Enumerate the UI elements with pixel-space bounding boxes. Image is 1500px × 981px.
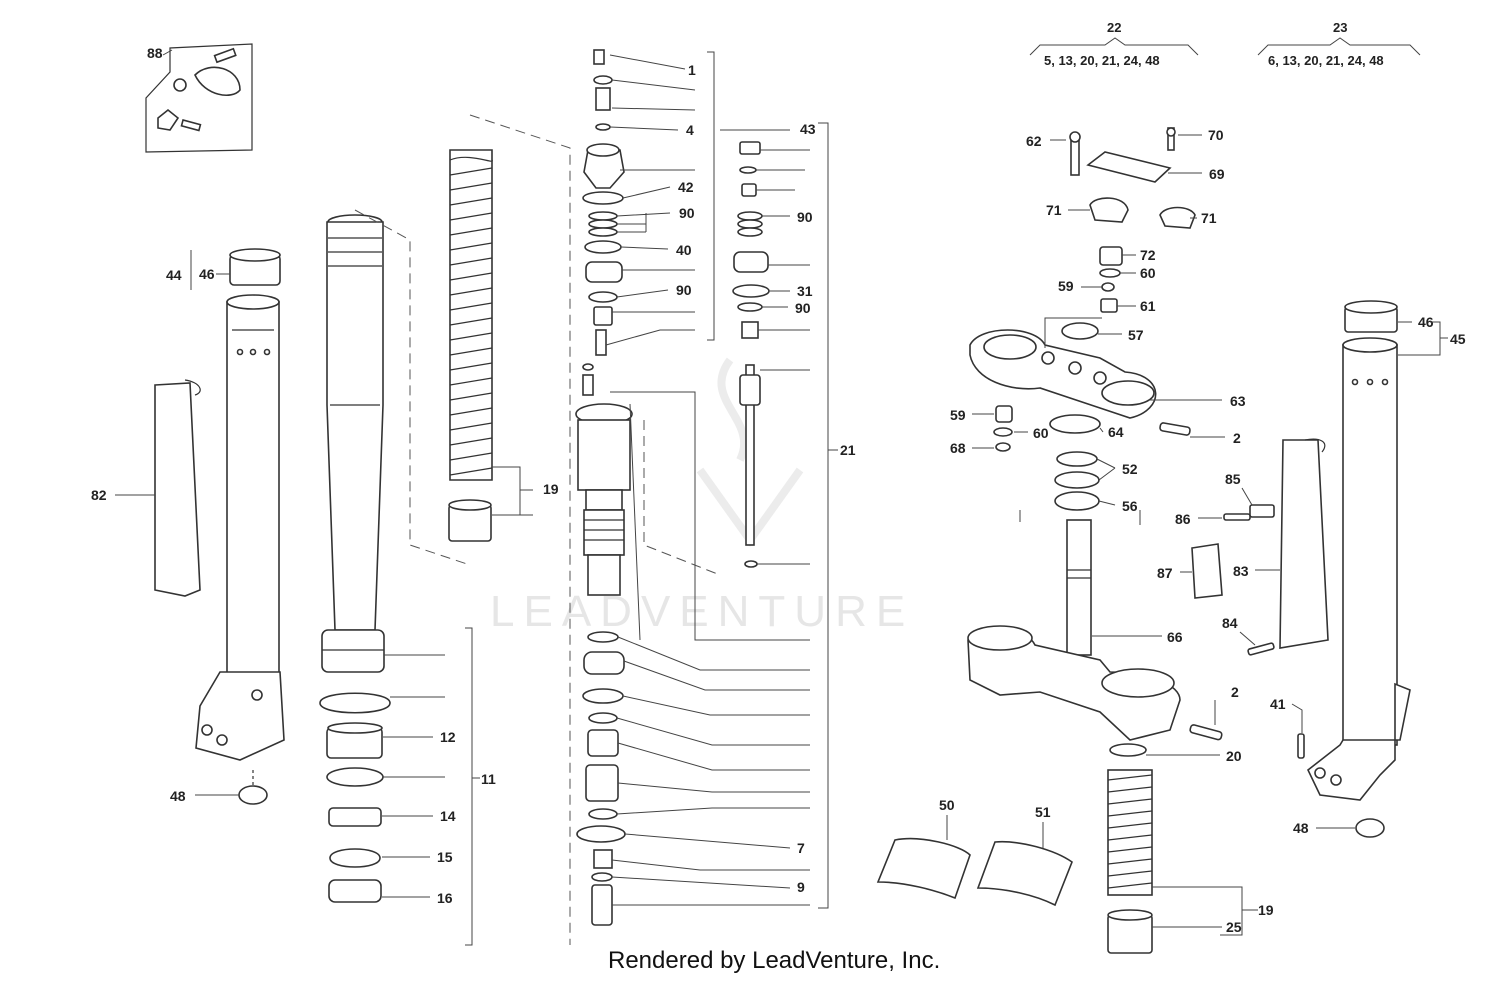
callout-52: 52 [1122,461,1138,477]
kit-22-contents: 5, 13, 20, 21, 24, 48 [1044,53,1160,68]
callout-15: 15 [437,849,453,865]
callout-44: 44 [166,267,182,283]
callout-25: 25 [1226,919,1242,935]
kit-22-number: 22 [1107,20,1121,35]
kit-23-number: 23 [1333,20,1347,35]
small-parts-59-60-68-64 [993,405,1101,452]
callout-12: 12 [440,729,456,745]
lower-triple-clamp-66 [967,519,1223,741]
callout-45: 45 [1450,331,1466,347]
handlebar-mounts [1061,127,1196,340]
callout-87: 87 [1157,565,1173,581]
callout-11: 11 [481,771,496,787]
cartridge-assembly [575,49,633,926]
callout-71-right: 71 [1201,210,1217,226]
callout-63: 63 [1230,393,1246,409]
callout-62: 62 [1026,133,1042,149]
right-outer-tube [1307,300,1411,838]
callout-72: 72 [1140,247,1156,263]
callout-84: 84 [1222,615,1238,631]
callout-2-bottom: 2 [1231,684,1239,700]
fork-spring-19 [448,149,493,542]
callout-48-right: 48 [1293,820,1309,836]
callout-46-left: 46 [199,266,215,282]
callout-88: 88 [147,45,163,61]
callout-90-a: 90 [679,205,695,221]
callout-14: 14 [440,808,456,824]
callout-85: 85 [1225,471,1241,487]
callout-19-right: 19 [1258,902,1274,918]
callout-57: 57 [1128,327,1144,343]
fork-guard-83 [1191,438,1329,759]
callout-31: 31 [797,283,813,299]
callout-51: 51 [1035,804,1051,820]
callout-68: 68 [950,440,966,456]
lower-spring-19 [1107,743,1153,954]
callout-48-left: 48 [170,788,186,804]
callout-83: 83 [1233,563,1249,579]
upper-triple-clamp-63 [969,329,1191,436]
callout-82: 82 [91,487,107,503]
callout-71-left: 71 [1046,202,1062,218]
callout-90-d: 90 [795,300,811,316]
seal-stack-11 [319,692,391,903]
callout-66: 66 [1167,629,1183,645]
callout-1: 1 [688,62,696,78]
callout-90-b: 90 [676,282,692,298]
protector-pads [876,837,1073,907]
inner-tube [321,214,385,673]
drain-bolt-48-left [238,770,268,805]
callout-69: 69 [1209,166,1225,182]
callout-7: 7 [797,840,805,856]
left-outer-tube [195,248,285,761]
callout-60-top: 60 [1140,265,1156,281]
callout-42: 42 [678,179,694,195]
callout-20: 20 [1226,748,1242,764]
callout-41: 41 [1270,696,1286,712]
callout-4: 4 [686,122,694,138]
callout-70: 70 [1208,127,1224,143]
callout-43: 43 [800,121,816,137]
damper-rod-stack-43 [732,141,770,568]
callout-16: 16 [437,890,453,906]
kit-23-contents: 6, 13, 20, 21, 24, 48 [1268,53,1384,68]
callout-2-top: 2 [1233,430,1241,446]
callout-40: 40 [676,242,692,258]
callout-60-bottom: 60 [1033,425,1049,441]
callout-50: 50 [939,797,955,813]
callout-90-c: 90 [797,209,813,225]
callout-64: 64 [1108,424,1124,440]
callout-59-top: 59 [1058,278,1074,294]
callout-61: 61 [1140,298,1156,314]
callout-19-left: 19 [543,481,559,497]
callout-56: 56 [1122,498,1138,514]
clamp-kit-88 [145,43,253,153]
callout-9: 9 [797,879,805,895]
callout-21: 21 [840,442,856,458]
steering-bearings [1054,451,1100,511]
watermark-text: LEADVENTURE [490,587,914,636]
fork-guard-82 [154,379,201,597]
callout-59-bottom: 59 [950,407,966,423]
footer-credit: Rendered by LeadVenture, Inc. [608,947,940,974]
callout-86: 86 [1175,511,1191,527]
callout-46-right: 46 [1418,314,1434,330]
